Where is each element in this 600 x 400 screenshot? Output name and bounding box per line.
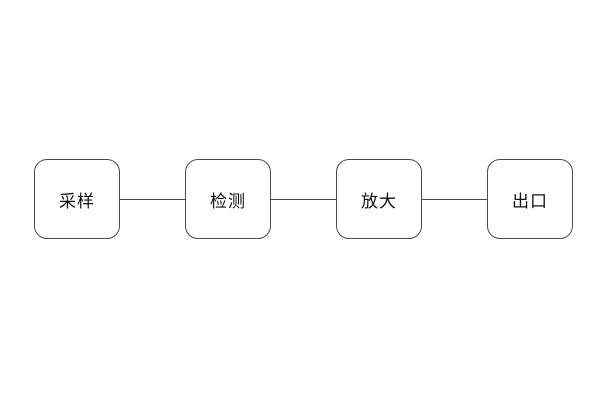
connector-sampling-detection — [120, 198, 185, 200]
flow-node-sampling: 采样 — [34, 159, 120, 239]
flowchart: 采样 检测 放大 出口 — [34, 159, 573, 239]
connector-detection-amplification — [271, 198, 336, 200]
flow-node-outlet: 出口 — [487, 159, 573, 239]
flow-node-outlet-label: 出口 — [512, 191, 548, 211]
flow-node-amplification-label: 放大 — [361, 191, 397, 211]
flow-node-sampling-label: 采样 — [59, 191, 95, 211]
flow-node-amplification: 放大 — [336, 159, 422, 239]
flow-node-detection-label: 检测 — [210, 191, 246, 211]
flow-node-detection: 检测 — [185, 159, 271, 239]
connector-amplification-outlet — [422, 198, 487, 200]
